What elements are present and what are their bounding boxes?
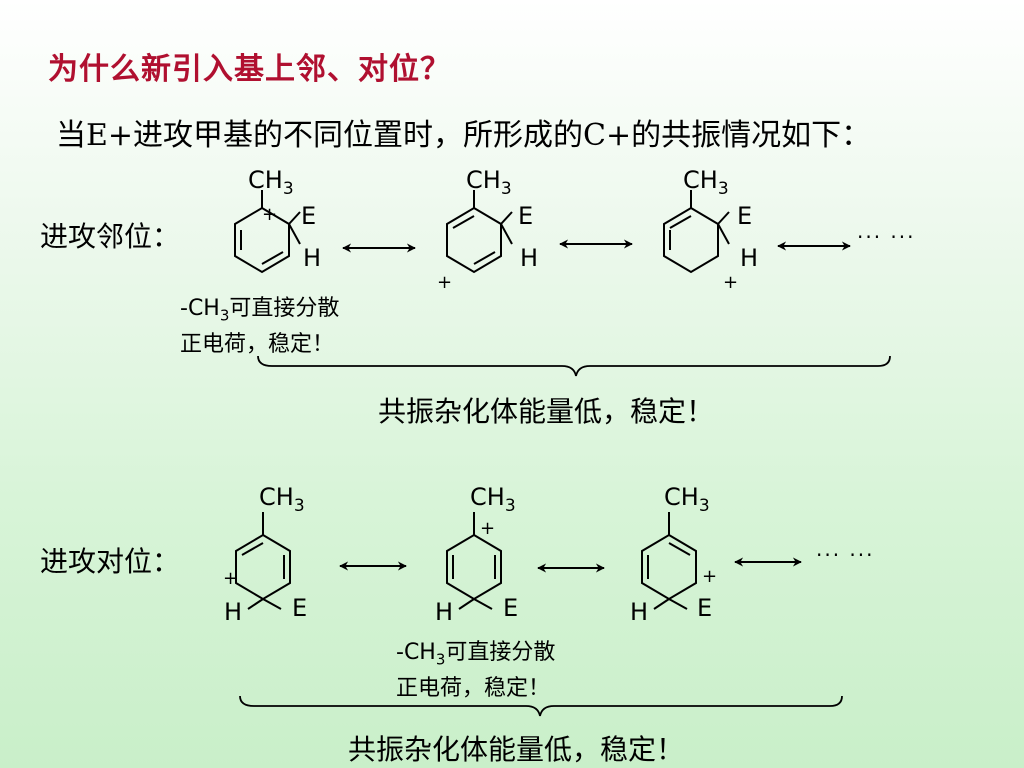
ortho-structure-2-labels: CH3 E H + xyxy=(437,166,538,293)
methyl-group: CH3 xyxy=(683,166,729,199)
methyl-group: CH3 xyxy=(664,483,710,516)
para-note-line1: -CH3可直接分散 xyxy=(396,640,556,669)
para-structure-1-labels: CH3 E H + xyxy=(223,483,307,626)
positive-charge: + xyxy=(723,272,738,293)
para-brace xyxy=(239,695,843,717)
hydrogen-label: H xyxy=(740,244,758,272)
ortho-structure-1 xyxy=(234,190,301,274)
methyl-group: CH3 xyxy=(466,166,512,199)
electrophile-label: E xyxy=(292,594,307,622)
slide-title: 为什么新引入基上邻、对位？ xyxy=(48,52,451,87)
hydrogen-label: H xyxy=(630,598,648,626)
para-note-line2: 正电荷，稳定！ xyxy=(396,676,551,702)
para-structure-3 xyxy=(641,512,697,610)
ortho-structure-1-labels: CH3 E H + xyxy=(248,166,321,272)
positive-charge: + xyxy=(702,566,717,587)
ortho-summary: 共振杂化体能量低，稳定！ xyxy=(378,395,715,428)
ortho-structure-2 xyxy=(446,190,513,274)
hydrogen-label: H xyxy=(435,598,453,626)
para-structure-2 xyxy=(446,512,502,610)
positive-charge: + xyxy=(480,518,495,539)
methyl-group: CH3 xyxy=(470,483,516,516)
methyl-group: CH3 xyxy=(259,483,305,516)
para-attack-label: 进攻对位： xyxy=(40,545,181,578)
para-summary: 共振杂化体能量低，稳定！ xyxy=(348,733,685,766)
electrophile-label: E xyxy=(503,594,518,622)
electrophile-label: E xyxy=(737,202,752,230)
ortho-structure-3-labels: CH3 E H + xyxy=(683,166,758,293)
ortho-note-line1: -CH3可直接分散 xyxy=(180,296,340,325)
hydrogen-label: H xyxy=(520,244,538,272)
para-structure-3-labels: CH3 E H + xyxy=(630,483,717,626)
ortho-methyl-note: -CH3可直接分散 正电荷，稳定！ xyxy=(180,294,339,360)
methyl-group: CH3 xyxy=(248,166,294,199)
intro-text: 当E+进攻甲基的不同位置时，所形成的C+的共振情况如下： xyxy=(56,118,872,153)
continuation-ellipsis: ··· ··· xyxy=(857,225,916,249)
ortho-brace xyxy=(257,355,891,377)
electrophile-label: E xyxy=(518,202,533,230)
continuation-ellipsis: ··· ··· xyxy=(816,543,875,567)
para-structure-2-labels: CH3 E H + xyxy=(435,483,518,626)
ortho-structure-3 xyxy=(663,190,730,274)
positive-charge: + xyxy=(437,272,452,293)
positive-charge: + xyxy=(262,204,277,225)
electrophile-label: E xyxy=(697,594,712,622)
hydrogen-label: H xyxy=(303,244,321,272)
ortho-note-line2: 正电荷，稳定！ xyxy=(180,332,335,358)
positive-charge: + xyxy=(223,568,238,589)
ortho-attack-label: 进攻邻位： xyxy=(40,220,181,253)
electrophile-label: E xyxy=(301,202,316,230)
hydrogen-label: H xyxy=(224,598,242,626)
para-structure-1 xyxy=(235,512,291,610)
para-methyl-note: -CH3可直接分散 正电荷，稳定！ xyxy=(396,638,555,704)
